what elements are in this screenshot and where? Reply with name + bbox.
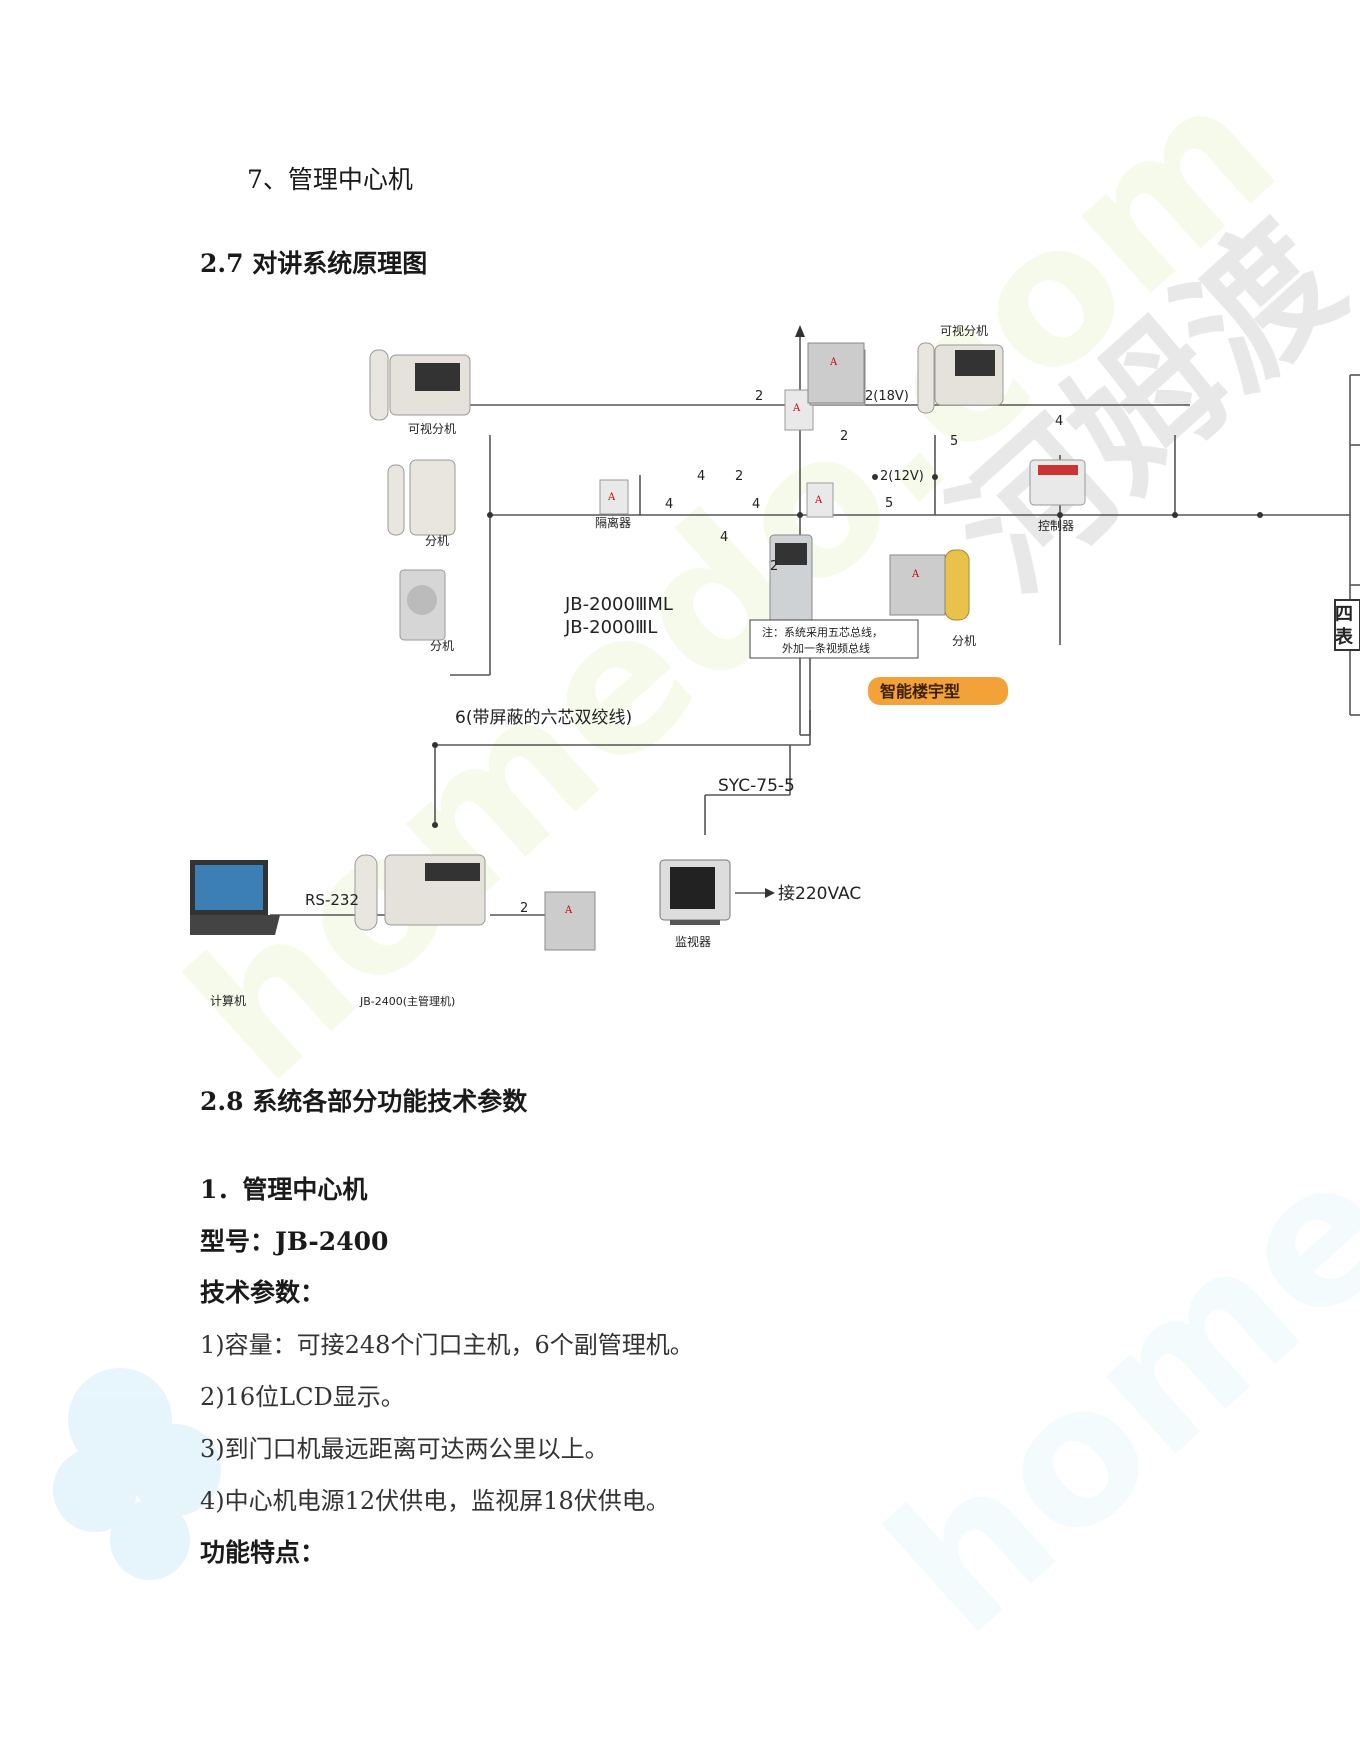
label-badge: 智能楼宇型	[880, 682, 960, 701]
label-cable-6: 6(带屏蔽的六芯双绞线)	[455, 708, 632, 728]
wire-label-2d: 2	[770, 559, 778, 574]
svg-text:A: A	[564, 905, 573, 916]
right-detectors	[1334, 599, 1360, 651]
label-side-2: 表	[1335, 626, 1354, 648]
power-box-door: A	[889, 554, 946, 616]
heading-2-8: 2.8 系统各部分功能技术参数	[200, 1087, 528, 1116]
label-side-1: 四	[1335, 604, 1353, 625]
manager-device	[354, 854, 486, 931]
svg-text:A: A	[814, 495, 823, 506]
computer-device	[190, 860, 280, 935]
label-ext-phone: 分机	[425, 534, 449, 548]
wire-label-5b: 5	[885, 496, 893, 511]
note-box	[749, 619, 919, 659]
subsection-title: 1．管理中心机	[200, 1175, 368, 1204]
watermark-flower-icon	[53, 1368, 221, 1580]
door-station	[769, 534, 813, 641]
svg-text:A: A	[911, 569, 920, 580]
label-computer: 计算机	[210, 993, 246, 1008]
section-item-7: 7、管理中心机	[247, 165, 413, 194]
param-1: 1)容量：可接248个门口主机，6个副管理机。	[200, 1331, 694, 1359]
visual-extension-right	[917, 342, 1004, 414]
svg-text:A: A	[829, 357, 838, 368]
wire-label-2-12v: 2(12V)	[880, 469, 924, 484]
arrow-up-icon	[795, 325, 805, 337]
badge	[868, 677, 1008, 705]
label-visual-ext-left: 可视分机	[408, 421, 456, 436]
svg-text:A: A	[607, 492, 616, 503]
label-door-model-2: JB-2000ⅢL	[564, 617, 657, 638]
wire-label-4d: 4	[752, 497, 760, 512]
visual-extension-left	[369, 349, 471, 421]
param-4: 4)中心机电源12伏供电，监视屏18伏供电。	[200, 1487, 670, 1515]
label-note-line-2: 外加一条视频总线	[782, 641, 870, 655]
tech-params-label: 技术参数：	[200, 1278, 326, 1307]
power-box-manager: A	[544, 891, 596, 951]
monitor-device	[659, 859, 731, 925]
wire-label-2-18v: 2(18V)	[865, 389, 909, 404]
heading-2-7: 2.7 对讲系统原理图	[200, 249, 428, 278]
wire-label-4c: 4	[665, 497, 673, 512]
label-manager: JB-2400(主管理机)	[359, 994, 455, 1008]
label-video-cable: SYC-75-5	[718, 776, 795, 796]
distributor-box-middle: A	[806, 482, 834, 518]
label-door-model-1: JB-2000ⅢML	[564, 594, 673, 615]
label-ext-speaker: 分机	[430, 639, 454, 653]
power-supply-box-18v: A	[807, 342, 865, 404]
label-note-line-1: 注：系统采用五芯总线，	[762, 625, 883, 639]
label-controller: 控制器	[1038, 519, 1074, 533]
label-power: 接220VAC	[778, 884, 861, 904]
wire-label-2b: 2	[840, 429, 848, 444]
features-label: 功能特点：	[200, 1538, 326, 1567]
model-line: 型号：JB-2400	[200, 1227, 389, 1256]
param-3: 3)到门口机最远距离可达两公里以上。	[200, 1435, 609, 1463]
isolator-box: A	[599, 479, 629, 515]
wire-label-4e: 4	[720, 530, 728, 545]
label-monitor: 监视器	[675, 934, 711, 949]
yellow-extension	[944, 549, 970, 621]
intercom-system-diagram: A A A A A	[190, 323, 1360, 1008]
extension-speaker	[399, 569, 446, 641]
controller-device	[1029, 459, 1086, 506]
param-2: 2)16位LCD显示。	[200, 1383, 405, 1411]
label-isolator: 隔离器	[595, 515, 631, 530]
wire-label-2a: 2	[755, 389, 763, 404]
label-ext-yellow: 分机	[952, 634, 976, 648]
svg-text:A: A	[792, 403, 801, 414]
wire-label-4a: 4	[1055, 414, 1063, 429]
arrow-right-icon	[765, 888, 775, 898]
label-visual-ext-right: 可视分机	[940, 323, 988, 338]
wire-label-5a: 5	[950, 434, 958, 449]
wire-label-2c: 2	[735, 469, 743, 484]
wire-label-4b: 4	[697, 469, 705, 484]
extension-phone	[387, 459, 456, 536]
label-rs232: RS-232	[305, 891, 359, 909]
wire-label-2e: 2	[520, 901, 528, 916]
